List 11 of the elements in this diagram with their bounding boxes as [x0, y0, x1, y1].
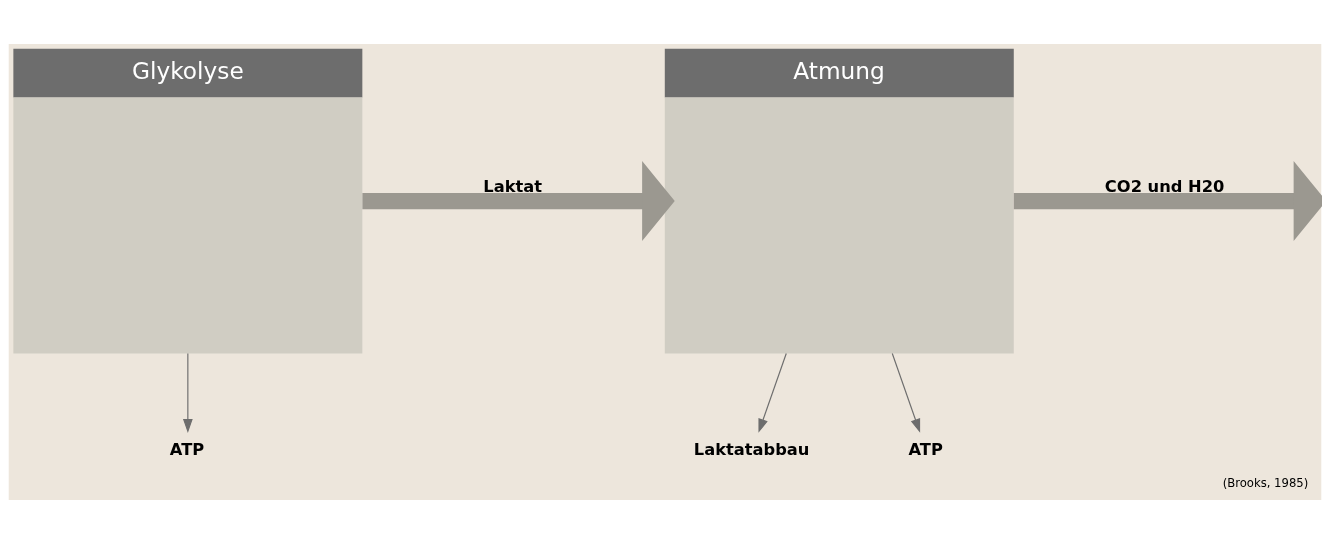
caption: (Brooks, 1985): [1222, 475, 1309, 490]
node-text: ATP: [908, 439, 943, 459]
node-text: Laktatabbau: [693, 439, 810, 459]
arrow: [1013, 160, 1322, 241]
arrow: [891, 352, 921, 433]
arrow: [758, 352, 787, 433]
arrow: [362, 160, 675, 241]
node-text: ATP: [169, 439, 205, 459]
arrow: [182, 352, 193, 433]
edge-label: CO2 und H20: [1104, 176, 1225, 196]
edge-label: Laktat: [483, 176, 543, 196]
